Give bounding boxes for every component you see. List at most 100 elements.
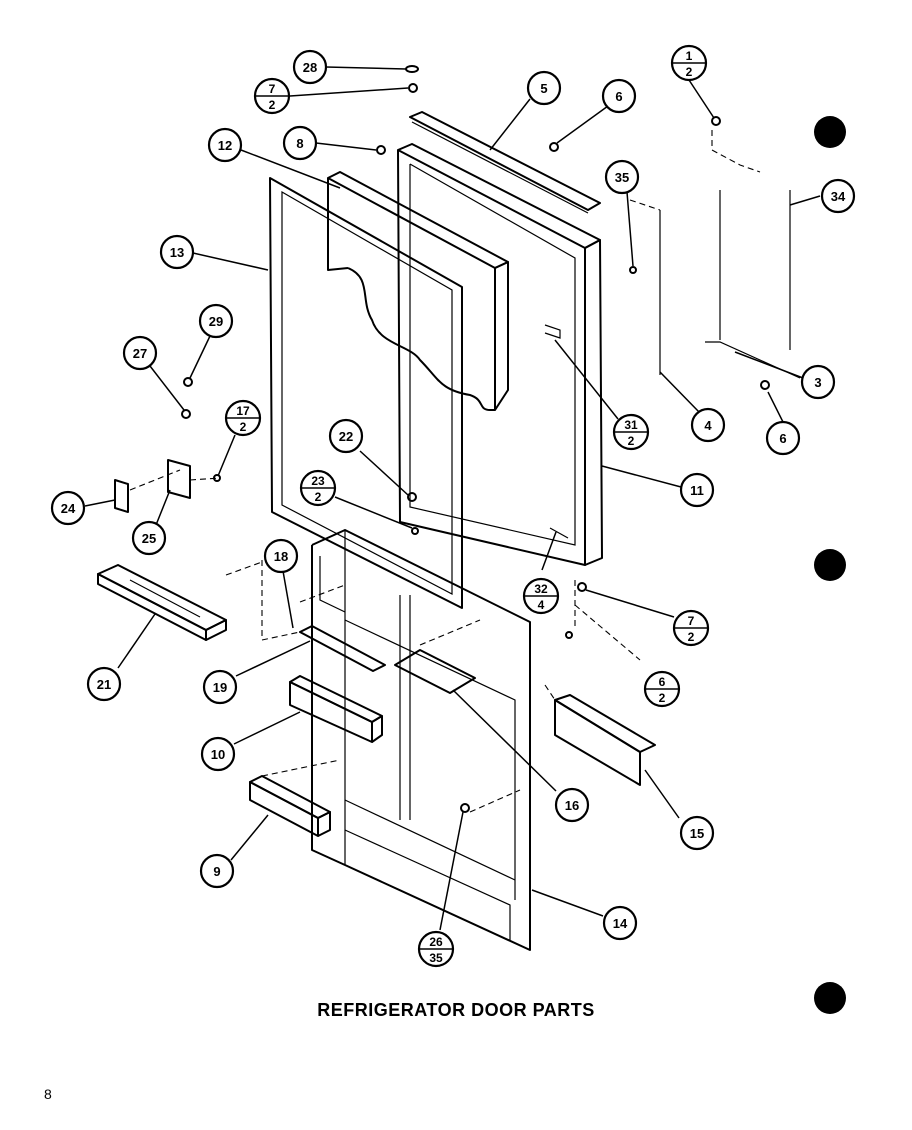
callout-7-2: 72	[253, 77, 291, 115]
svg-text:15: 15	[690, 826, 704, 841]
part-door-outer-panel	[397, 143, 603, 566]
callout-1-2: 12	[670, 44, 708, 82]
svg-text:26: 26	[429, 935, 443, 949]
svg-text:2: 2	[688, 630, 695, 644]
callouts: 28 72 5 6 12 12 8 35 34 13 29 27 172 22 …	[50, 44, 856, 968]
callout-10: 10	[200, 736, 236, 772]
callout-3: 3	[800, 364, 836, 400]
callout-6-b: 6	[765, 420, 801, 456]
part-egg-tray	[97, 564, 227, 641]
callout-6: 6	[601, 78, 637, 114]
svg-text:2: 2	[269, 98, 276, 112]
callout-8: 8	[282, 125, 318, 161]
callout-18: 18	[263, 538, 299, 574]
part-door-bin-upper	[289, 675, 383, 743]
callout-23-2: 232	[299, 469, 337, 507]
svg-text:32: 32	[534, 582, 548, 596]
callout-21: 21	[86, 666, 122, 702]
svg-text:4: 4	[538, 598, 545, 612]
svg-text:7: 7	[688, 614, 695, 628]
leader-lines	[84, 66, 821, 931]
callout-27: 27	[122, 335, 158, 371]
svg-text:2: 2	[628, 434, 635, 448]
svg-text:29: 29	[209, 314, 223, 329]
page-number: 8	[44, 1086, 52, 1102]
svg-text:9: 9	[213, 864, 220, 879]
part-door-liner-insulation	[327, 171, 509, 411]
diagram-caption: REFRIGERATOR DOOR PARTS	[317, 1000, 595, 1020]
svg-text:13: 13	[170, 245, 184, 260]
svg-text:6: 6	[779, 431, 786, 446]
part-lower-hinge	[114, 459, 191, 513]
svg-text:1: 1	[686, 49, 693, 63]
svg-text:17: 17	[236, 404, 250, 418]
part-door-bin-lower	[249, 775, 331, 837]
svg-text:2: 2	[240, 420, 247, 434]
part-top-cap	[409, 111, 601, 214]
svg-text:2: 2	[659, 691, 666, 705]
callout-5: 5	[526, 70, 562, 106]
part-small-shelf	[394, 649, 476, 694]
part-shelf-rail	[299, 625, 386, 672]
svg-text:24: 24	[61, 501, 76, 516]
svg-text:28: 28	[303, 60, 317, 75]
svg-text:19: 19	[213, 680, 227, 695]
callout-6-2: 62	[643, 670, 681, 708]
punch-hole	[814, 549, 846, 581]
svg-text:6: 6	[615, 89, 622, 104]
callout-35: 35	[604, 159, 640, 195]
svg-text:18: 18	[274, 549, 288, 564]
svg-text:11: 11	[690, 483, 704, 498]
callout-28: 28	[292, 49, 328, 85]
callout-22: 22	[328, 418, 364, 454]
svg-text:7: 7	[269, 82, 276, 96]
svg-text:21: 21	[97, 677, 111, 692]
punch-hole	[814, 982, 846, 1014]
callout-16: 16	[554, 787, 590, 823]
callout-15: 15	[679, 815, 715, 851]
svg-text:5: 5	[540, 81, 547, 96]
fasteners	[181, 65, 770, 813]
svg-text:35: 35	[429, 951, 443, 965]
callout-34: 34	[820, 178, 856, 214]
svg-text:25: 25	[142, 531, 156, 546]
svg-text:4: 4	[704, 418, 712, 433]
svg-text:34: 34	[831, 189, 846, 204]
callout-11: 11	[679, 472, 715, 508]
svg-text:23: 23	[311, 474, 325, 488]
callout-29: 29	[198, 303, 234, 339]
svg-text:2: 2	[686, 65, 693, 79]
svg-text:35: 35	[615, 170, 629, 185]
svg-text:12: 12	[218, 138, 232, 153]
svg-text:2: 2	[315, 490, 322, 504]
callout-13: 13	[159, 234, 195, 270]
svg-text:22: 22	[339, 429, 353, 444]
svg-text:8: 8	[296, 136, 303, 151]
callout-32-4: 324	[522, 577, 560, 615]
callout-12: 12	[207, 127, 243, 163]
part-door-gasket	[269, 177, 463, 609]
svg-text:31: 31	[624, 418, 638, 432]
part-hinge-bracket	[629, 130, 801, 379]
callout-31-2: 312	[612, 413, 650, 451]
svg-text:6: 6	[659, 675, 666, 689]
callout-25: 25	[131, 520, 167, 556]
svg-text:27: 27	[133, 346, 147, 361]
svg-text:14: 14	[613, 916, 628, 931]
callout-24: 24	[50, 490, 86, 526]
svg-text:10: 10	[211, 747, 225, 762]
callout-9: 9	[199, 853, 235, 889]
callout-17-2: 172	[224, 399, 262, 437]
svg-text:16: 16	[565, 798, 579, 813]
callout-7-2-b: 72	[672, 609, 710, 647]
part-inner-door-liner	[311, 529, 531, 951]
svg-text:3: 3	[814, 375, 821, 390]
callout-19: 19	[202, 669, 238, 705]
alignment-lines	[129, 469, 641, 813]
callout-14: 14	[602, 905, 638, 941]
part-trim-strip	[554, 694, 656, 786]
callout-4: 4	[690, 407, 726, 443]
punch-hole	[814, 116, 846, 148]
